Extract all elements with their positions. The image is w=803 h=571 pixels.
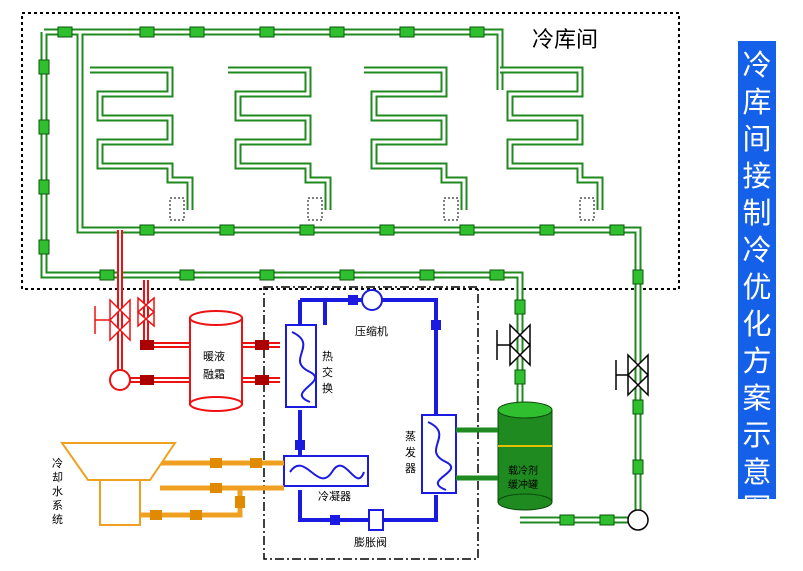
expansion-valve: 膨胀阀 <box>354 509 387 549</box>
defrost-tank-label-2: 融霜 <box>203 368 225 381</box>
coil-unit-4 <box>500 66 604 221</box>
brine-pump-icon <box>627 509 649 531</box>
buffer-tank-label-1: 载冷剂 <box>508 464 538 477</box>
compressor-icon <box>361 289 383 311</box>
brine-valve-2 <box>615 353 650 397</box>
evaporator: 蒸 发 器 <box>405 414 457 494</box>
defrost-tank: 暖液 融霜 <box>189 310 243 412</box>
side-title-char: 冷 <box>742 48 772 82</box>
cold-room-boundary <box>21 12 680 290</box>
side-title-char: 制 <box>742 196 772 230</box>
buffer-tank-label-2: 缓冲罐 <box>508 478 538 491</box>
side-title-char: 示 <box>742 418 772 452</box>
defrost-tank-label-1: 暖液 <box>203 349 225 363</box>
brine-valve-1 <box>496 323 532 367</box>
side-title-char: 优 <box>742 270 772 304</box>
side-title-char: 库 <box>742 85 772 119</box>
svg-text:却: 却 <box>52 471 63 484</box>
side-title-char: 间 <box>742 122 772 156</box>
pipe-joint-markers <box>38 26 644 526</box>
side-title-char: 化 <box>742 307 772 341</box>
coil-units <box>90 66 604 221</box>
svg-text:系: 系 <box>52 499 63 512</box>
svg-text:水: 水 <box>52 485 63 498</box>
side-title-banner: 冷 库 间 接 制 冷 优 化 方 案 示 意 图 <box>738 41 776 526</box>
side-title-char: 方 <box>742 344 772 378</box>
cooling-water-label: 冷 却 水 系 统 <box>52 457 63 526</box>
evaporator-label-1: 蒸 <box>405 430 416 443</box>
expansion-valve-label: 膨胀阀 <box>354 535 387 549</box>
heat-exchanger-label-1: 热 <box>322 350 333 363</box>
coil-unit-2 <box>228 66 332 221</box>
coil-unit-3 <box>364 66 468 221</box>
defrost-markers <box>140 340 269 385</box>
heat-exchanger-label-2: 交 <box>322 365 333 379</box>
coil-unit-1 <box>90 66 194 221</box>
buffer-tank: 载冷剂 缓冲罐 <box>497 401 553 511</box>
side-title-char: 图 <box>742 492 772 526</box>
side-title-char: 冷 <box>742 233 772 267</box>
evaporator-label-3: 器 <box>405 462 416 475</box>
compressor-label: 压缩机 <box>355 324 388 338</box>
evaporator-label-2: 发 <box>405 445 416 459</box>
side-title-char: 案 <box>742 381 772 415</box>
cooling-tower <box>60 442 177 526</box>
condenser-label: 冷凝器 <box>318 489 351 503</box>
svg-text:统: 统 <box>52 513 63 526</box>
svg-text:冷: 冷 <box>52 457 63 470</box>
cold-room-label: 冷库间 <box>532 28 598 53</box>
defrost-valve-1 <box>94 298 132 342</box>
defrost-valve-2 <box>136 296 156 328</box>
side-title-char: 意 <box>742 455 772 489</box>
heat-exchanger-label-3: 换 <box>322 381 333 395</box>
condenser: 冷凝器 <box>283 455 369 503</box>
cooling-water-markers <box>150 458 262 520</box>
refrigerant-markers <box>295 295 441 525</box>
heat-exchanger: 热 交 换 <box>285 324 333 408</box>
side-title-char: 接 <box>742 159 772 193</box>
defrost-pump-icon <box>109 369 131 391</box>
machine-room-boundary <box>263 286 479 560</box>
